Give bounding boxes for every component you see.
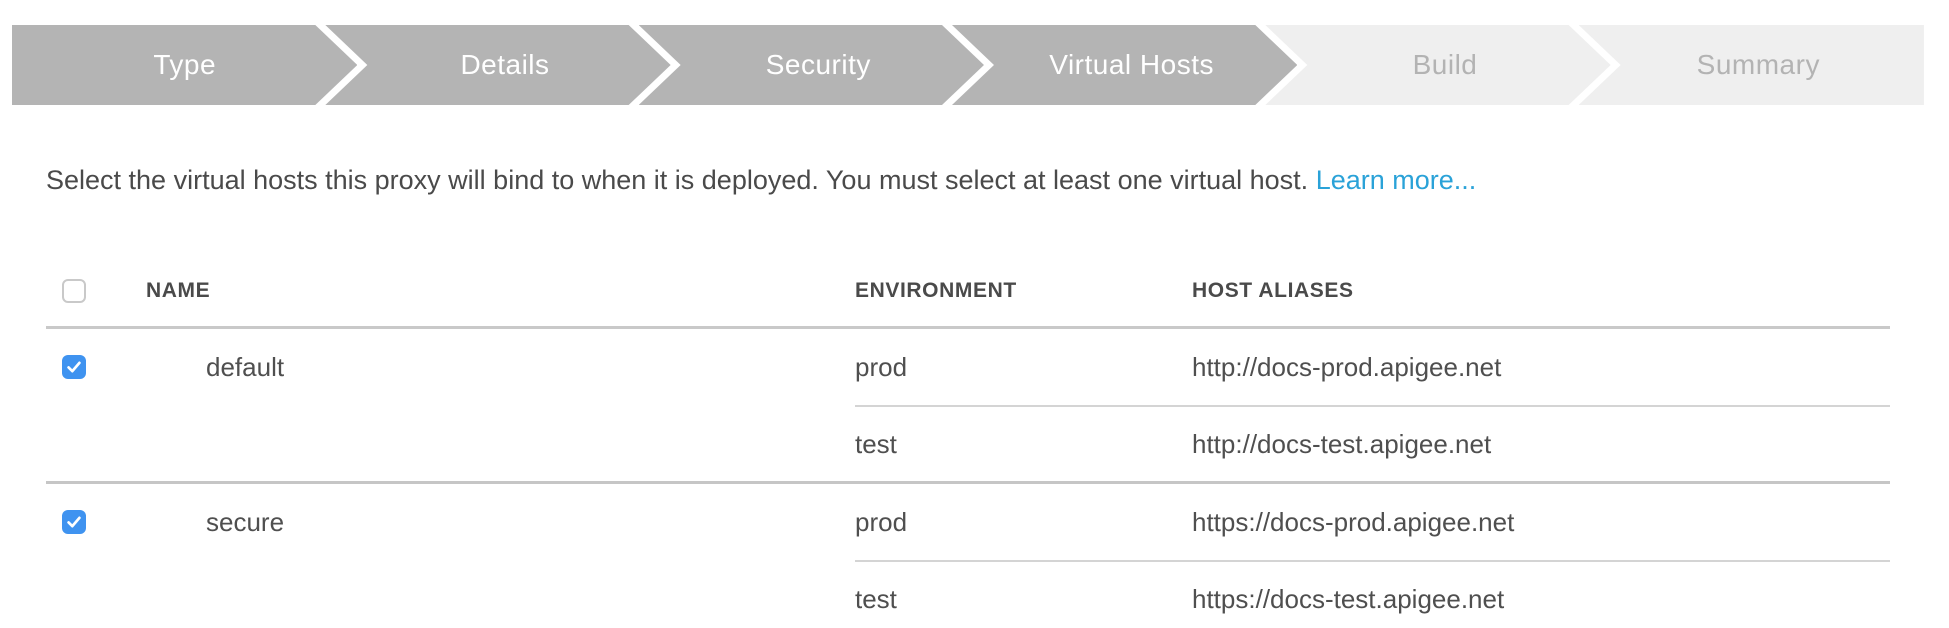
row-default-hosts: prod http://docs-prod.apigee.net test ht… <box>855 329 1890 481</box>
host-subrow: prod http://docs-prod.apigee.net <box>855 329 1890 405</box>
table-row-default: default prod http://docs-prod.apigee.net… <box>46 329 1890 484</box>
environment-cell: prod <box>855 351 908 382</box>
row-default-left: default <box>46 329 855 405</box>
step-build-label: Build <box>1412 49 1478 80</box>
host-alias-cell: https://docs-test.apigee.net <box>1192 583 1505 614</box>
step-virtual-hosts[interactable]: Virtual Hosts <box>952 25 1297 105</box>
header-name: NAME <box>146 278 211 302</box>
row-default-check-cell <box>46 355 146 379</box>
step-summary: Summary <box>1578 25 1924 105</box>
step-details[interactable]: Details <box>325 25 670 105</box>
wizard-stepper: Type Details Security Virtual Hosts Buil… <box>12 25 1924 105</box>
step-type-label: Type <box>153 49 217 80</box>
row-secure-checkbox[interactable] <box>62 510 86 534</box>
row-secure-name: secure <box>206 506 285 537</box>
step-build: Build <box>1265 25 1610 105</box>
step-virtual-hosts-label: Virtual Hosts <box>1049 49 1214 80</box>
step-security-label: Security <box>765 49 871 80</box>
host-alias-cell: http://docs-test.apigee.net <box>1192 428 1492 459</box>
step-summary-label: Summary <box>1696 49 1820 80</box>
select-all-cell <box>46 278 146 303</box>
table-row-secure: secure prod https://docs-prod.apigee.net… <box>46 484 1890 628</box>
environment-cell: test <box>855 583 897 614</box>
host-alias-cell: https://docs-prod.apigee.net <box>1192 506 1515 537</box>
header-environment: ENVIRONMENT <box>855 278 1017 302</box>
environment-cell: test <box>855 428 897 459</box>
step-type[interactable]: Type <box>12 25 357 105</box>
host-subrow: test https://docs-test.apigee.net <box>855 560 1890 628</box>
table-header-row: NAME ENVIRONMENT HOST ALIASES <box>46 255 1890 329</box>
learn-more-link[interactable]: Learn more... <box>1315 165 1477 195</box>
host-subrow: test http://docs-test.apigee.net <box>855 405 1890 481</box>
row-default-name: default <box>206 351 285 382</box>
instruction-sentence: Select the virtual hosts this proxy will… <box>46 165 1309 195</box>
header-host-aliases: HOST ALIASES <box>1192 278 1354 302</box>
host-alias-cell: http://docs-prod.apigee.net <box>1192 351 1502 382</box>
environment-cell: prod <box>855 506 908 537</box>
row-secure-check-cell <box>46 510 146 534</box>
row-default-checkbox[interactable] <box>62 355 86 379</box>
instruction-text: Select the virtual hosts this proxy will… <box>46 160 1906 200</box>
host-subrow: prod https://docs-prod.apigee.net <box>855 484 1890 560</box>
row-secure-hosts: prod https://docs-prod.apigee.net test h… <box>855 484 1890 628</box>
virtual-hosts-table: NAME ENVIRONMENT HOST ALIASES default pr… <box>46 255 1890 628</box>
step-details-label: Details <box>460 49 550 80</box>
select-all-checkbox[interactable] <box>62 278 86 303</box>
row-secure-left: secure <box>46 484 855 560</box>
step-security[interactable]: Security <box>639 25 984 105</box>
